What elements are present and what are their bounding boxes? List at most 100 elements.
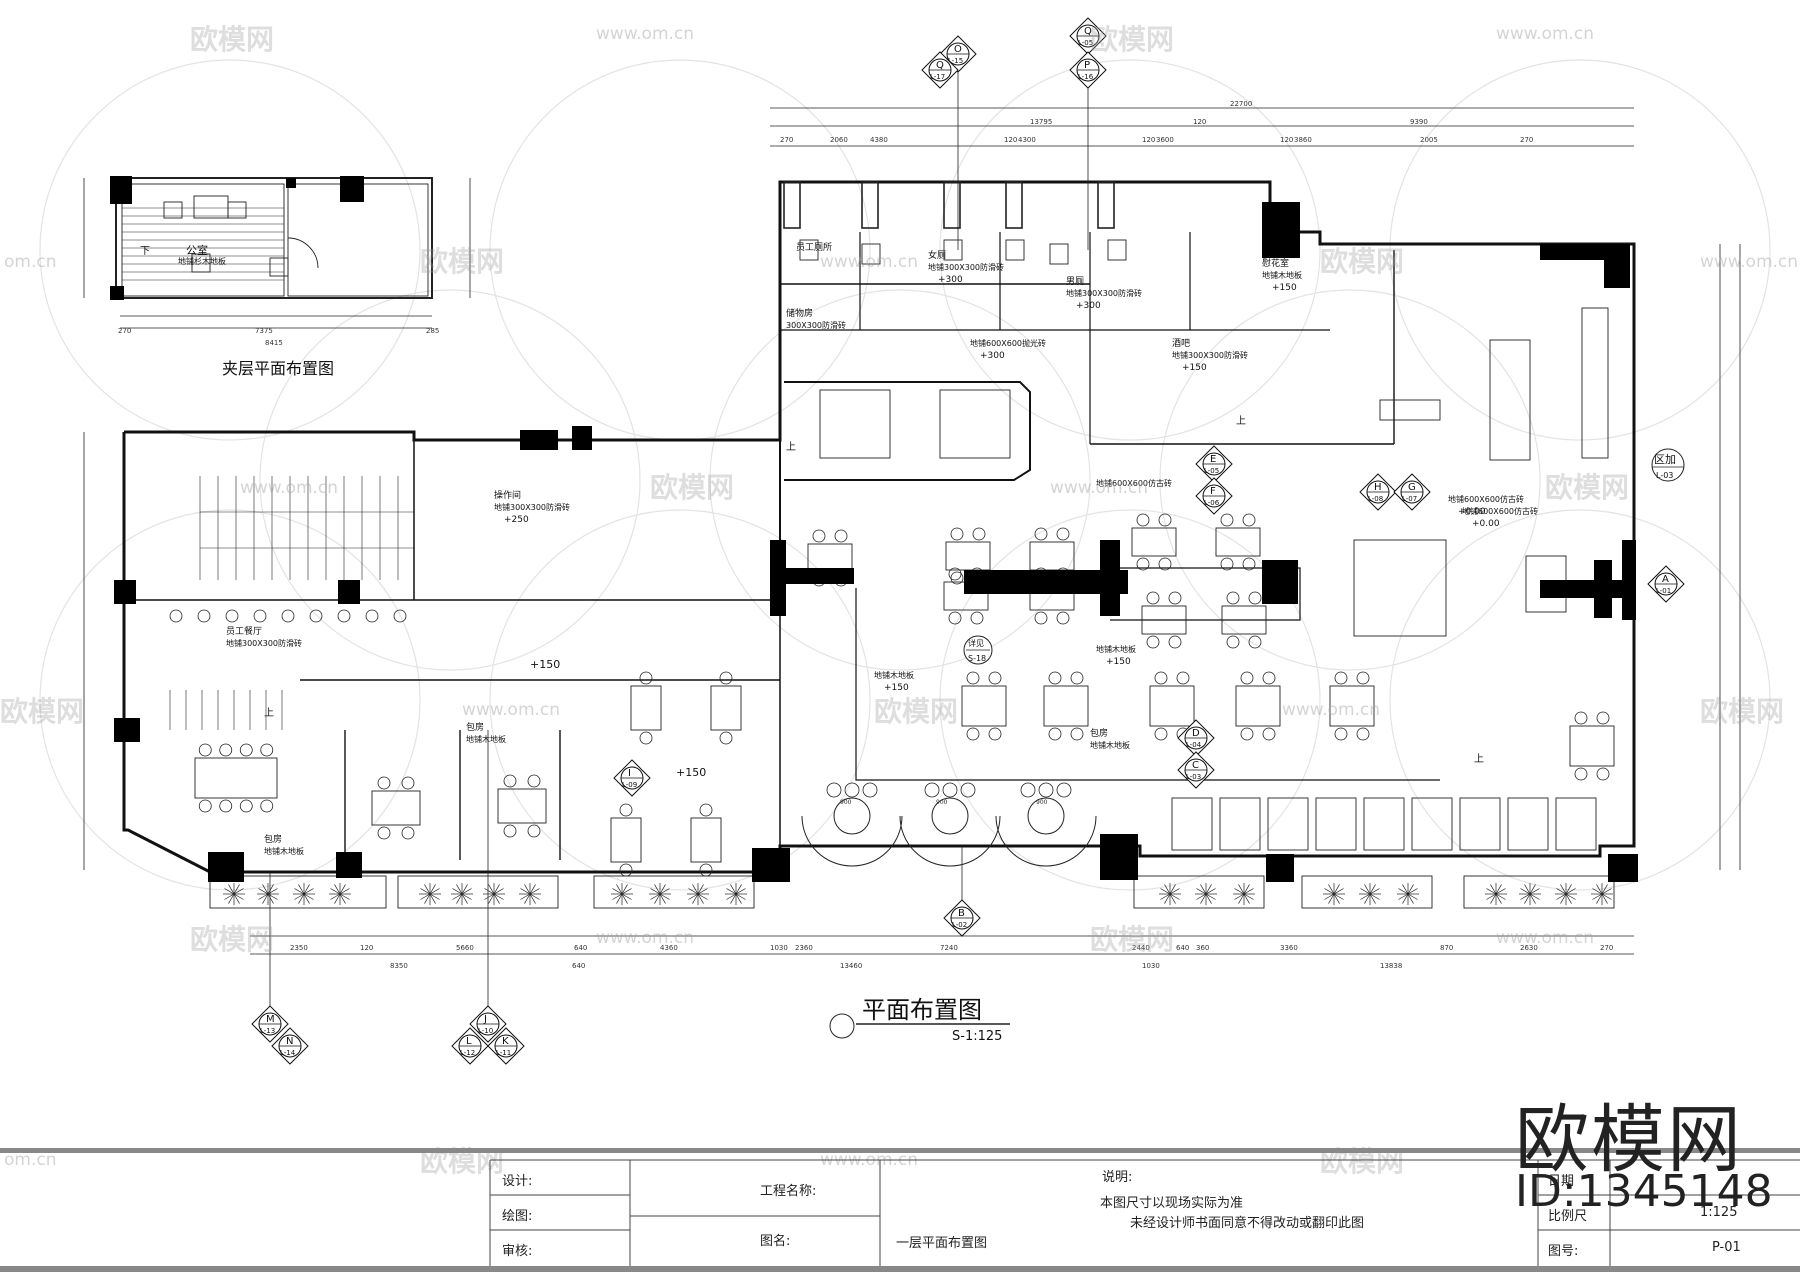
chair (1168, 591, 1182, 605)
planter-leaf (233, 893, 240, 904)
planter-leaf (730, 893, 737, 904)
chair (1242, 513, 1256, 527)
planter-leaf (303, 884, 310, 895)
planter-leaf (1565, 893, 1576, 900)
planter-leaf (1529, 893, 1536, 904)
up-arrow-label: 上 (264, 707, 274, 719)
elevation-marker-letter: F (1210, 486, 1216, 497)
planter-leaf (1592, 888, 1603, 895)
chair (309, 609, 323, 623)
watermark-brand: 欧模网 (0, 695, 85, 728)
chair (527, 824, 541, 838)
dim-text: 4300 (1018, 136, 1036, 144)
planter-leaf (520, 888, 531, 895)
planter-leaf (267, 888, 278, 895)
elevation-marker-letter: M (266, 1014, 275, 1025)
planter-leaf (484, 893, 495, 900)
chair (1334, 671, 1348, 685)
planter-leaf (1164, 884, 1171, 895)
chair (377, 826, 391, 840)
chair (1240, 671, 1254, 685)
dining-table (610, 817, 642, 863)
planter-leaf (303, 893, 310, 904)
chair (639, 731, 653, 745)
round-table (931, 797, 969, 835)
elevation-marker-ref: L-02 (952, 921, 967, 929)
room-level: +0.00 (1472, 519, 1500, 529)
planter-leaf (1495, 884, 1502, 895)
toilet (1107, 239, 1127, 261)
planter-leaf (1565, 888, 1576, 895)
planter-leaf (697, 893, 704, 904)
planter-leaf (616, 884, 623, 895)
planter-leaf (1200, 884, 1207, 895)
planter-leaf (1524, 884, 1531, 895)
chair (948, 567, 962, 581)
note-line-2: 未经设计师书面同意不得改动或翻印此图 (1130, 1216, 1365, 1231)
dim-text: 2350 (290, 944, 308, 952)
chair (1220, 513, 1234, 527)
booth-seat (1507, 797, 1549, 851)
chair (1226, 635, 1240, 649)
watermark-url: www.om.cn (1050, 478, 1149, 498)
planter-leaf (1333, 884, 1340, 895)
planter-leaf (529, 893, 540, 900)
elevation-marker-letter: Q (1084, 26, 1092, 37)
planter-leaf (1601, 888, 1612, 895)
chair (1262, 671, 1276, 685)
dim-text: 360 (1196, 944, 1209, 952)
booth-seat (1411, 797, 1453, 851)
planter-leaf (1333, 888, 1344, 895)
bar-counter (784, 381, 1031, 481)
watermark-brand: 欧模网 (1320, 245, 1405, 278)
chair (503, 824, 517, 838)
mezzanine-dim-left: 270 (118, 327, 131, 335)
chair (198, 799, 212, 813)
dining-table (690, 817, 722, 863)
dim-text: 270 (1520, 136, 1533, 144)
chair (1334, 727, 1348, 741)
chair (365, 609, 379, 623)
room-floor-note: 地铺300X300防滑砖 (1066, 288, 1142, 298)
elevation-marker-ref: L-09 (622, 781, 637, 789)
planter-leaf (339, 893, 350, 900)
planter-box (1463, 875, 1615, 909)
planter-leaf (493, 884, 500, 895)
planter-leaf (621, 888, 632, 895)
room-level: +300 (980, 351, 1005, 361)
chair (169, 609, 183, 623)
planter-leaf (520, 893, 531, 900)
chair (527, 774, 541, 788)
planter-leaf (1369, 893, 1380, 900)
planter-leaf (493, 893, 500, 904)
wall-fin (1005, 181, 1023, 229)
planter-leaf (1565, 893, 1572, 904)
room-name: 操作间 (494, 489, 521, 501)
drawing-name: 一层平面布置图 (896, 1236, 988, 1251)
fixture (269, 257, 289, 277)
planter-leaf (1333, 893, 1344, 900)
column (110, 176, 132, 204)
chair (503, 774, 517, 788)
chair (1070, 671, 1084, 685)
chair (942, 782, 958, 798)
wall-fin (783, 181, 801, 229)
room-floor-note: 地铺300X300防滑砖 (226, 638, 302, 648)
booth-seat (1459, 797, 1501, 851)
planter-leaf (1169, 893, 1176, 904)
planter-leaf (452, 888, 463, 895)
planter-leaf (654, 893, 661, 904)
column (1262, 560, 1298, 604)
chair (619, 863, 633, 877)
chair (862, 782, 878, 798)
booth-seat (1171, 797, 1213, 851)
chair (253, 609, 267, 623)
elevation-marker-ref: L-13 (260, 1027, 275, 1035)
dim-text: 2360 (795, 944, 813, 952)
planter-leaf (233, 884, 240, 895)
room-floor-note: 地铺木地板 (1096, 644, 1136, 654)
planter-leaf (1398, 888, 1409, 895)
room-floor-note: 地铺600X600仿古砖 (1448, 494, 1524, 504)
watermark-brand: 欧模网 (1090, 23, 1175, 56)
planter-leaf (1333, 893, 1340, 904)
